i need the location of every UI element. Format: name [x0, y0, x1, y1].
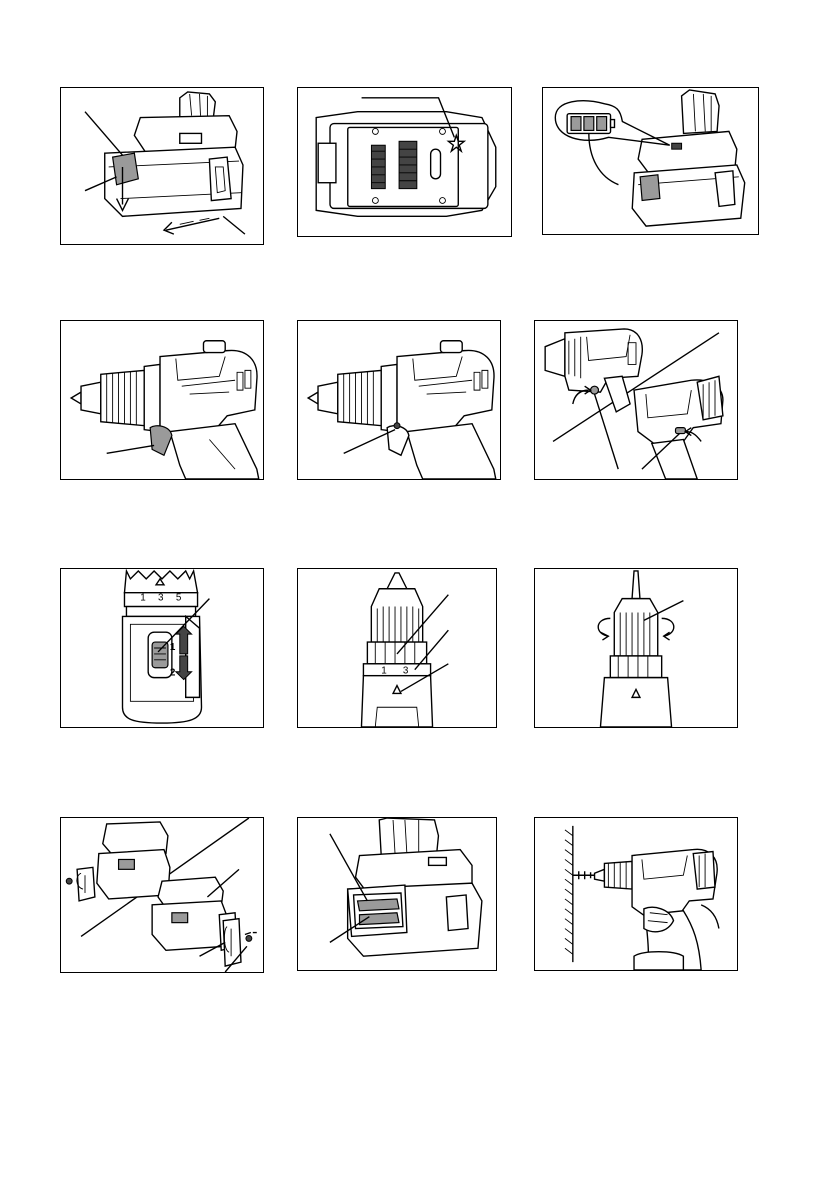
lever-position-1: 1: [170, 642, 176, 653]
figure-hook-installation: [60, 817, 264, 973]
figure-reversing-switch: [534, 320, 738, 480]
figure-lamp: [297, 320, 501, 480]
torque-digit-3: 3: [403, 666, 409, 677]
figure-bit-holder: [297, 817, 497, 971]
figure-torque-adjusting-ring: 1 3: [297, 568, 497, 728]
figure-battery-terminal-star: [297, 87, 512, 237]
torque-digit-1: 1: [381, 666, 386, 677]
figure-screwdriving-operation: [534, 817, 738, 971]
figure-battery-indicator: [542, 87, 759, 235]
figure-switch-trigger: [60, 320, 264, 480]
lever-position-2: 2: [170, 668, 176, 679]
figure-battery-removal: [60, 87, 264, 245]
figure-speed-change-lever: 1 3 5 1 2: [60, 568, 264, 728]
speed-digit-3: 3: [158, 593, 164, 604]
speed-digit-1: 1: [140, 593, 145, 604]
speed-digit-5: 5: [176, 593, 182, 604]
figure-sleeve-rotation: [534, 568, 738, 728]
